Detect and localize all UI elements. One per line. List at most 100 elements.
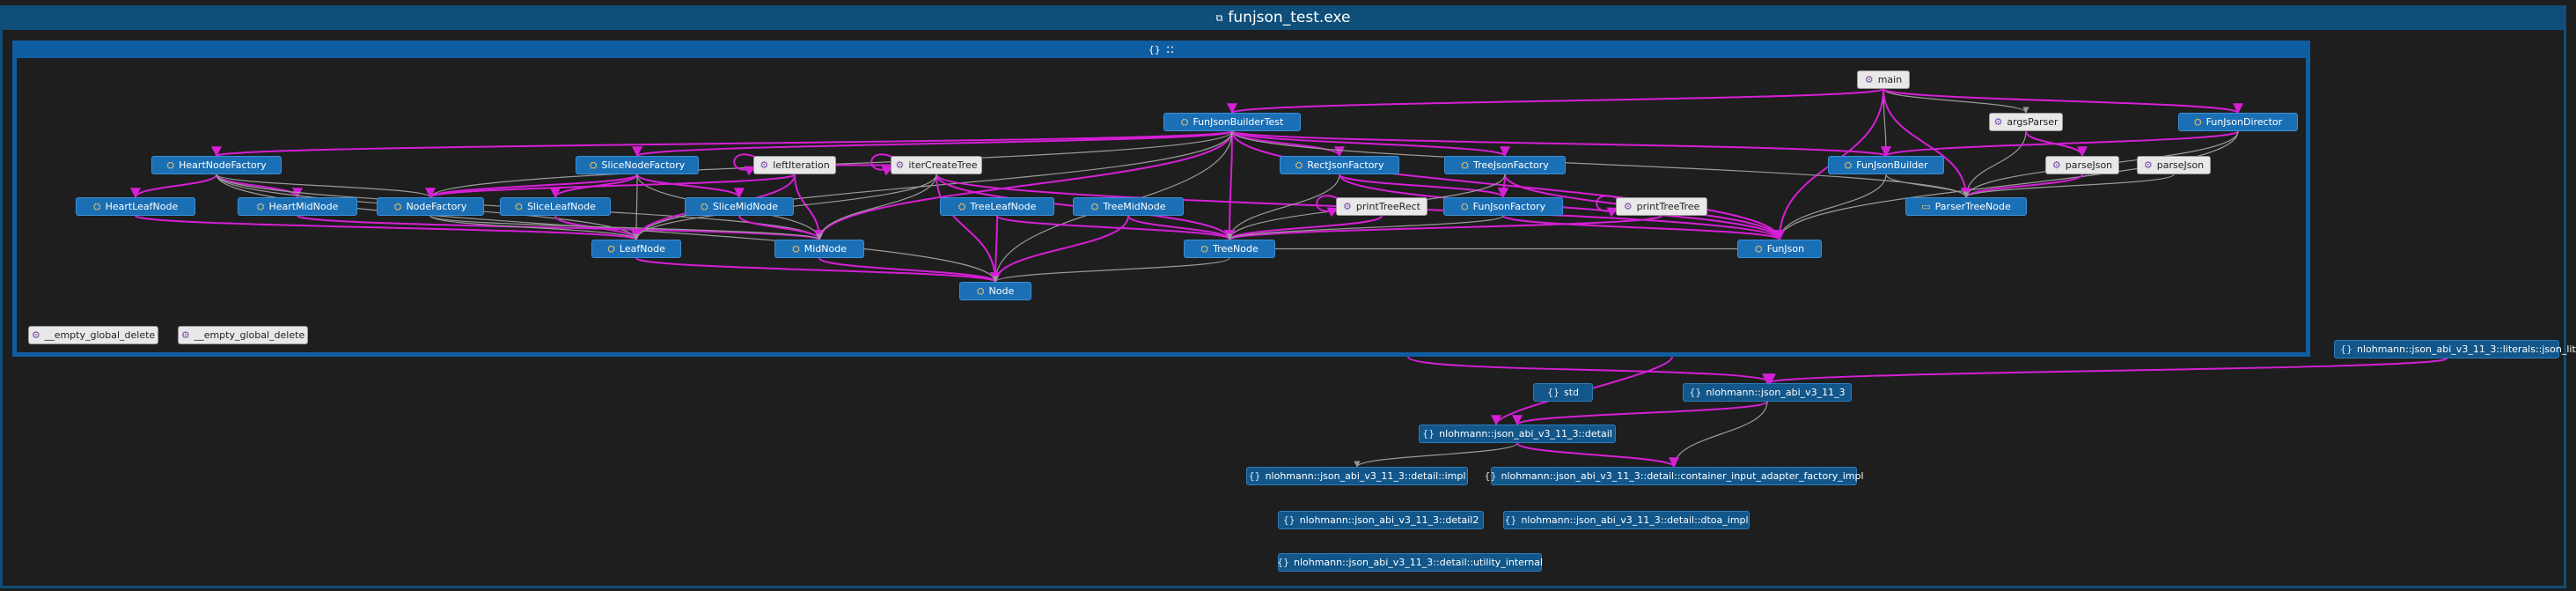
node-sliceleafnode[interactable]: ⛭SliceLeafNode [500, 197, 611, 216]
node-heartnodefactory[interactable]: ⛭HeartNodeFactory [151, 156, 282, 174]
edge-printTreeTree-to-printTreeTree [1596, 195, 1620, 218]
edge-FunJsonBuilderTest-to-FunJsonBuilder [1231, 130, 1891, 158]
class-icon: ⛭ [256, 201, 265, 212]
edge-detail-to-detail_impl [1354, 442, 1518, 468]
node-itercreatetree[interactable]: ⚙iterCreateTree [891, 156, 982, 174]
node-heartmidnode[interactable]: ⛭HeartMidNode [238, 197, 357, 216]
class-icon: ⛭ [393, 201, 402, 212]
node-printtreetree[interactable]: ⚙printTreeTree [1616, 197, 1707, 216]
node-funjsonbuilder[interactable]: ⛭FunJsonBuilder [1828, 156, 1944, 174]
edge-printTreeRect-to-printTreeRect [1316, 195, 1340, 218]
function-icon: ⚙ [760, 159, 769, 171]
node-detail-dtoa-impl[interactable]: {}nlohmann::json_abi_v3_11_3::detail::dt… [1503, 511, 1750, 529]
edge-TreeNode-to-Node [992, 257, 1230, 283]
edge-main-to-argsParser [1882, 88, 2029, 114]
edge-RectJsonFactory-to-TreeNode [1226, 174, 1340, 240]
edge-leftIteration-to-leftIteration [733, 153, 758, 176]
global-namespace-header[interactable]: {} :: [12, 41, 2310, 58]
edge-HeartNodeFactory-to-NodeFactory [216, 174, 434, 198]
node-funjsondirector[interactable]: ⛭FunJsonDirector [2178, 113, 2298, 131]
node-rectjsonfactory[interactable]: ⛭RectJsonFactory [1280, 156, 1399, 174]
edge-FunJsonBuilderTest-to-HeartNodeFactory [211, 130, 1233, 158]
node-nlohmann-json-abi[interactable]: {}nlohmann::json_abi_v3_11_3 [1683, 383, 1852, 402]
node-treenode[interactable]: ⛭TreeNode [1184, 240, 1275, 258]
edge-RectJsonFactory-to-FunJsonFactory [1339, 174, 1508, 199]
window-title: funjson_test.exe [1228, 9, 1351, 26]
window-title-bar[interactable]: ⧉ funjson_test.exe [0, 5, 2566, 30]
class-icon: ⛭ [2193, 116, 2202, 128]
edge-FunJsonFactory-to-FunJson [1502, 215, 1785, 241]
edge-TreeMidNode-to-Node [990, 215, 1129, 284]
node-detail2[interactable]: {}nlohmann::json_abi_v3_11_3::detail2 [1278, 511, 1484, 529]
node-node[interactable]: ⛭Node [959, 282, 1031, 300]
node-treejsonfactory[interactable]: ⛭TreeJsonFactory [1444, 156, 1566, 174]
edge-SliceNodeFactory-to-SliceMidNode [636, 174, 745, 199]
node-midnode[interactable]: ⛭MidNode [774, 240, 864, 258]
node-empty-global-delete-1[interactable]: ⚙__empty_global_delete [28, 326, 158, 344]
edge-SliceNodeFactory-to-NodeFactory [425, 174, 638, 199]
node-main[interactable]: ⚙main [1857, 70, 1910, 89]
class-icon: ⛭ [1844, 159, 1853, 171]
edge-FunJsonBuilder-to-FunJson [1776, 174, 1887, 240]
exe-window-icon: ⧉ [1215, 11, 1223, 24]
edge-FunJsonFactory-to-TreeNode [1226, 215, 1504, 240]
node-funjson[interactable]: ⛭FunJson [1737, 240, 1822, 258]
node-argsparser[interactable]: ⚙argsParser [1989, 113, 2063, 131]
edge-iterCreateTree-to-MidNode [816, 174, 937, 240]
node-leftiteration[interactable]: ⚙leftIteration [753, 156, 836, 174]
node-nlohmann-literals[interactable]: {}nlohmann::json_abi_v3_11_3::literals::… [2334, 340, 2576, 358]
function-icon: ⚙ [2143, 159, 2153, 171]
namespace-braces-icon: {} [1422, 428, 1435, 440]
edge-FunJsonBuilderTest-to-LeafNode [633, 130, 1233, 240]
edge-MidNode-to-Node [818, 257, 1001, 284]
node-funjsonbuildertest[interactable]: ⛭FunJsonBuilderTest [1163, 113, 1301, 131]
function-icon: ⚙ [1864, 74, 1874, 85]
function-icon: ⚙ [1623, 201, 1633, 212]
function-icon: ⚙ [895, 159, 905, 171]
node-nodefactory[interactable]: ⛭NodeFactory [377, 197, 484, 216]
edge-nlohmann-to-detail_cia [1670, 401, 1768, 468]
edge-main-to-ParserTreeNode [1882, 88, 1971, 199]
node-detail-impl[interactable]: {}nlohmann::json_abi_v3_11_3::detail::im… [1246, 467, 1468, 485]
node-funjsonfactory[interactable]: ⛭FunJsonFactory [1443, 197, 1563, 216]
class-icon: ⛭ [1461, 159, 1470, 171]
node-parsertreenode[interactable]: ▭ParserTreeNode [1905, 197, 2027, 216]
class-icon: ⛭ [166, 159, 175, 171]
node-nlohmann-detail[interactable]: {}nlohmann::json_abi_v3_11_3::detail [1419, 425, 1616, 443]
node-slicenodefactory[interactable]: ⛭SliceNodeFactory [576, 156, 699, 174]
edge-printTreeRect-to-TreeNode [1224, 215, 1383, 241]
node-treeleafnode[interactable]: ⛭TreeLeafNode [940, 197, 1054, 216]
node-detail-container-input-adapter[interactable]: {}nlohmann::json_abi_v3_11_3::detail::co… [1484, 467, 1864, 485]
namespace-braces-icon: {} [1546, 387, 1560, 398]
class-icon: ⛭ [589, 159, 598, 171]
namespace-braces-icon: {} [1148, 43, 1161, 55]
edge-FunJsonDirector-to-FunJsonBuilder [1881, 130, 2239, 158]
edge-FunJsonBuilderTest-to-SliceNodeFactory [632, 130, 1233, 158]
node-slicemidnode[interactable]: ⛭SliceMidNode [685, 197, 794, 216]
edge-HeartNodeFactory-to-HeartLeafNode [130, 174, 217, 199]
edge-FunJsonBuilder-to-ParserTreeNode [1885, 174, 1970, 198]
edge-leftIteration-to-NodeFactory [425, 174, 796, 199]
edge-FunJsonBuilderTest-to-FunJson [1231, 130, 1785, 241]
namespace-braces-icon: {} [1689, 387, 1702, 398]
node-heartleafnode[interactable]: ⛭HeartLeafNode [76, 197, 195, 216]
node-parsejson-2[interactable]: ⚙parseJson [2137, 156, 2211, 174]
edge-main-to-FunJsonDirector [1882, 88, 2243, 115]
class-icon: ⛭ [958, 201, 966, 212]
node-std[interactable]: {}std [1533, 383, 1593, 402]
edge-FunJsonDirector-to-FunJson [1776, 130, 2239, 240]
class-icon: ⛭ [1180, 116, 1189, 128]
namespace-braces-icon: {} [1282, 514, 1295, 526]
node-empty-global-delete-2[interactable]: ⚙__empty_global_delete [178, 326, 308, 344]
edge-nlohmann-to-detail [1512, 401, 1768, 426]
function-icon: ⚙ [31, 329, 40, 341]
function-icon: ⚙ [2051, 159, 2061, 171]
node-parsejson-1[interactable]: ⚙parseJson [2045, 156, 2119, 174]
node-printtreerect[interactable]: ⚙printTreeRect [1336, 197, 1427, 216]
node-detail-utility-internal[interactable]: {}nlohmann::json_abi_v3_11_3::detail::ut… [1277, 553, 1543, 572]
class-icon: ⛭ [1460, 201, 1469, 212]
edge-NodeFactory-to-LeafNode [429, 215, 640, 240]
node-leafnode[interactable]: ⛭LeafNode [591, 240, 681, 258]
node-treemidnode[interactable]: ⛭TreeMidNode [1073, 197, 1184, 216]
